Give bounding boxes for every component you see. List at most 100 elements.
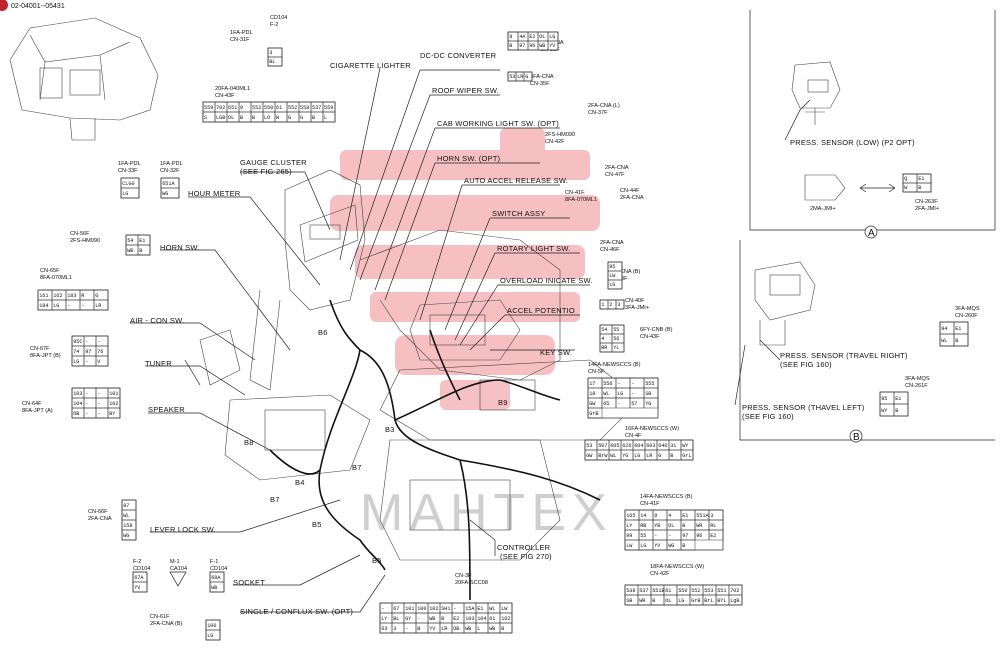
junction-b3: B3 <box>385 425 395 434</box>
label-accel-potentio: ACCEL POTENTIO <box>507 306 575 315</box>
connector-pin-label: 101 <box>405 606 414 612</box>
connector-tag-cn42f-0: 2FS-HM090 <box>545 132 575 138</box>
connector-pin-label: 702 <box>216 105 225 111</box>
connector-pin-label: WY <box>682 443 689 449</box>
connector-pin <box>916 182 932 193</box>
connector-pin-label: 18 <box>589 391 595 397</box>
connector-pin-label: 103 <box>73 391 82 397</box>
connector-pin-label: - <box>85 401 88 407</box>
connector-pin-label: 555 <box>645 381 654 387</box>
connector-tag-cn65f-0: CN-65F <box>40 268 60 274</box>
document-id: 02-04001--05431 <box>11 3 65 10</box>
connector-tag-cn35f-3fa-0: 3FA-CNA <box>530 74 554 80</box>
junction-b7-lower: B7 <box>270 495 280 504</box>
connector-pin-label: 74 <box>73 349 79 355</box>
cab-overview-sketch <box>9 17 159 141</box>
connector-tag-cn61f-1: 2FA-CNA (B) <box>150 621 182 627</box>
connector-pin-label: - <box>85 339 88 345</box>
connector-tag-cn44f-0: CN-44F <box>620 188 640 194</box>
connector-tag-m1-ca104-1: CA104 <box>170 566 187 572</box>
connector-pin-label: SH1 <box>441 606 450 612</box>
connector-tag-cn43f-6fy-0: 6FY-CNB (B) <box>640 327 673 333</box>
connector-pin <box>523 71 533 82</box>
connector-tag-cn41f-0: 14FA-NEWSCCS (B) <box>640 494 693 500</box>
connector-pin-label: G <box>300 115 303 121</box>
connector-pin-label: 702 <box>730 588 739 594</box>
connector-pin-label: 97 <box>682 533 688 539</box>
connector-pin-label: 68A <box>211 575 221 581</box>
label-cigarette-lighter: CIGARETTE LIGHTER <box>330 61 411 70</box>
connector-pin-label: 550 <box>678 588 687 594</box>
connector-pin-label: GW <box>586 453 593 459</box>
detail-a-panel: PRESS. SENSOR (LOW) (P2 OPT) 2MA-JMI+ A <box>749 10 996 239</box>
connector-pin-label: SB <box>626 598 632 604</box>
connector-pin-label: 67A <box>134 575 144 581</box>
connector-tag-cn4f-1: CN-4F <box>625 433 642 439</box>
connector-pin-label: YV <box>654 543 661 549</box>
label-press-sensor-travel-left-ref: (SEE FIG 160) <box>742 412 794 421</box>
connector-pin-label: - <box>631 381 634 387</box>
connector-pin-label: G <box>658 453 661 459</box>
connector-tag-cn47f-0: 2FA-CNA <box>605 165 629 171</box>
connector-tag-cn3f-0: CN-3F <box>455 573 472 579</box>
connector-pin-label: WL <box>603 391 609 397</box>
connector-pin-label: BR <box>601 345 607 351</box>
connector-tag-cn42f-18fa-0: 18FA-NEWSCCS (W) <box>650 564 704 570</box>
connector-tag-cn66f-0: CN-66F <box>88 509 108 515</box>
connector-tag-m1-ca104-0: M-1 <box>170 559 180 565</box>
connector-tag-cn37f-1: CN-37F <box>588 110 608 116</box>
connector-pin-label: B <box>652 598 655 604</box>
connector-tag-cn41f-8fa-1: 8FA-070ML1 <box>565 197 597 203</box>
connector-pin-label: LG <box>640 543 646 549</box>
connector-pin-label: 538 <box>626 588 635 594</box>
connector-pin-label: YV <box>134 585 141 591</box>
connector-pin-label: 96 <box>529 43 535 49</box>
leader-lines <box>130 67 811 613</box>
connector-pin <box>499 622 513 634</box>
connector-pin-label: G <box>95 293 98 299</box>
connector-tag-cn40f-1: 3FA-JMI+ <box>625 305 649 311</box>
connector-pin-label: LG <box>609 282 615 288</box>
label-hour-meter: HOUR METER <box>188 189 241 198</box>
label-gauge-cluster-ref: (SEE FIG 265) <box>240 167 292 176</box>
connector-pin-label: G <box>288 115 291 121</box>
connector-pin-label: E1 <box>955 326 961 332</box>
connector-pin-label: LW <box>609 273 616 279</box>
connector-pin-label: B <box>682 543 685 549</box>
connector-pin-label: WG <box>123 533 129 539</box>
connector-pin-label: GW <box>589 401 596 407</box>
connector-pin-label: E1 <box>682 513 688 519</box>
junction-b8: B8 <box>244 438 254 447</box>
label-tuner: TUNER <box>145 359 172 368</box>
connector-pin-label: LG <box>207 633 213 639</box>
connector-pin-label: 100 <box>207 623 216 629</box>
connector-tag-f2-cd104-1: CD104 <box>133 566 150 572</box>
connector-pin-label: 507 <box>598 443 607 449</box>
label-dc-dc-converter: DC-DC CONVERTER <box>420 51 497 60</box>
connector-pin-label: 54 <box>127 238 133 244</box>
connector-pin-label: 559 <box>204 105 213 111</box>
connector-pin-label: - <box>97 411 100 417</box>
detail-marker-b-label: B <box>853 432 860 443</box>
connector-pin-label: WB <box>465 626 471 632</box>
connector-pin-label: L <box>324 115 327 121</box>
connector-pin-label: - <box>85 411 88 417</box>
connector-tag-cn5f-1: CN-5F <box>588 369 605 375</box>
tag-2ma-jmi: 2MA-JMI+ <box>810 206 836 212</box>
connector-pin <box>209 581 225 593</box>
connector-pin-label: L <box>477 626 480 632</box>
connector-pin-label: 97 <box>85 349 91 355</box>
connector-pin-label: 161 <box>39 293 48 299</box>
connector-pin-label: OL <box>668 523 674 529</box>
connector-pin-label: 552 <box>252 105 261 111</box>
connector-pin-label: 550 <box>264 105 273 111</box>
connector-pin-label: WG <box>668 543 674 549</box>
